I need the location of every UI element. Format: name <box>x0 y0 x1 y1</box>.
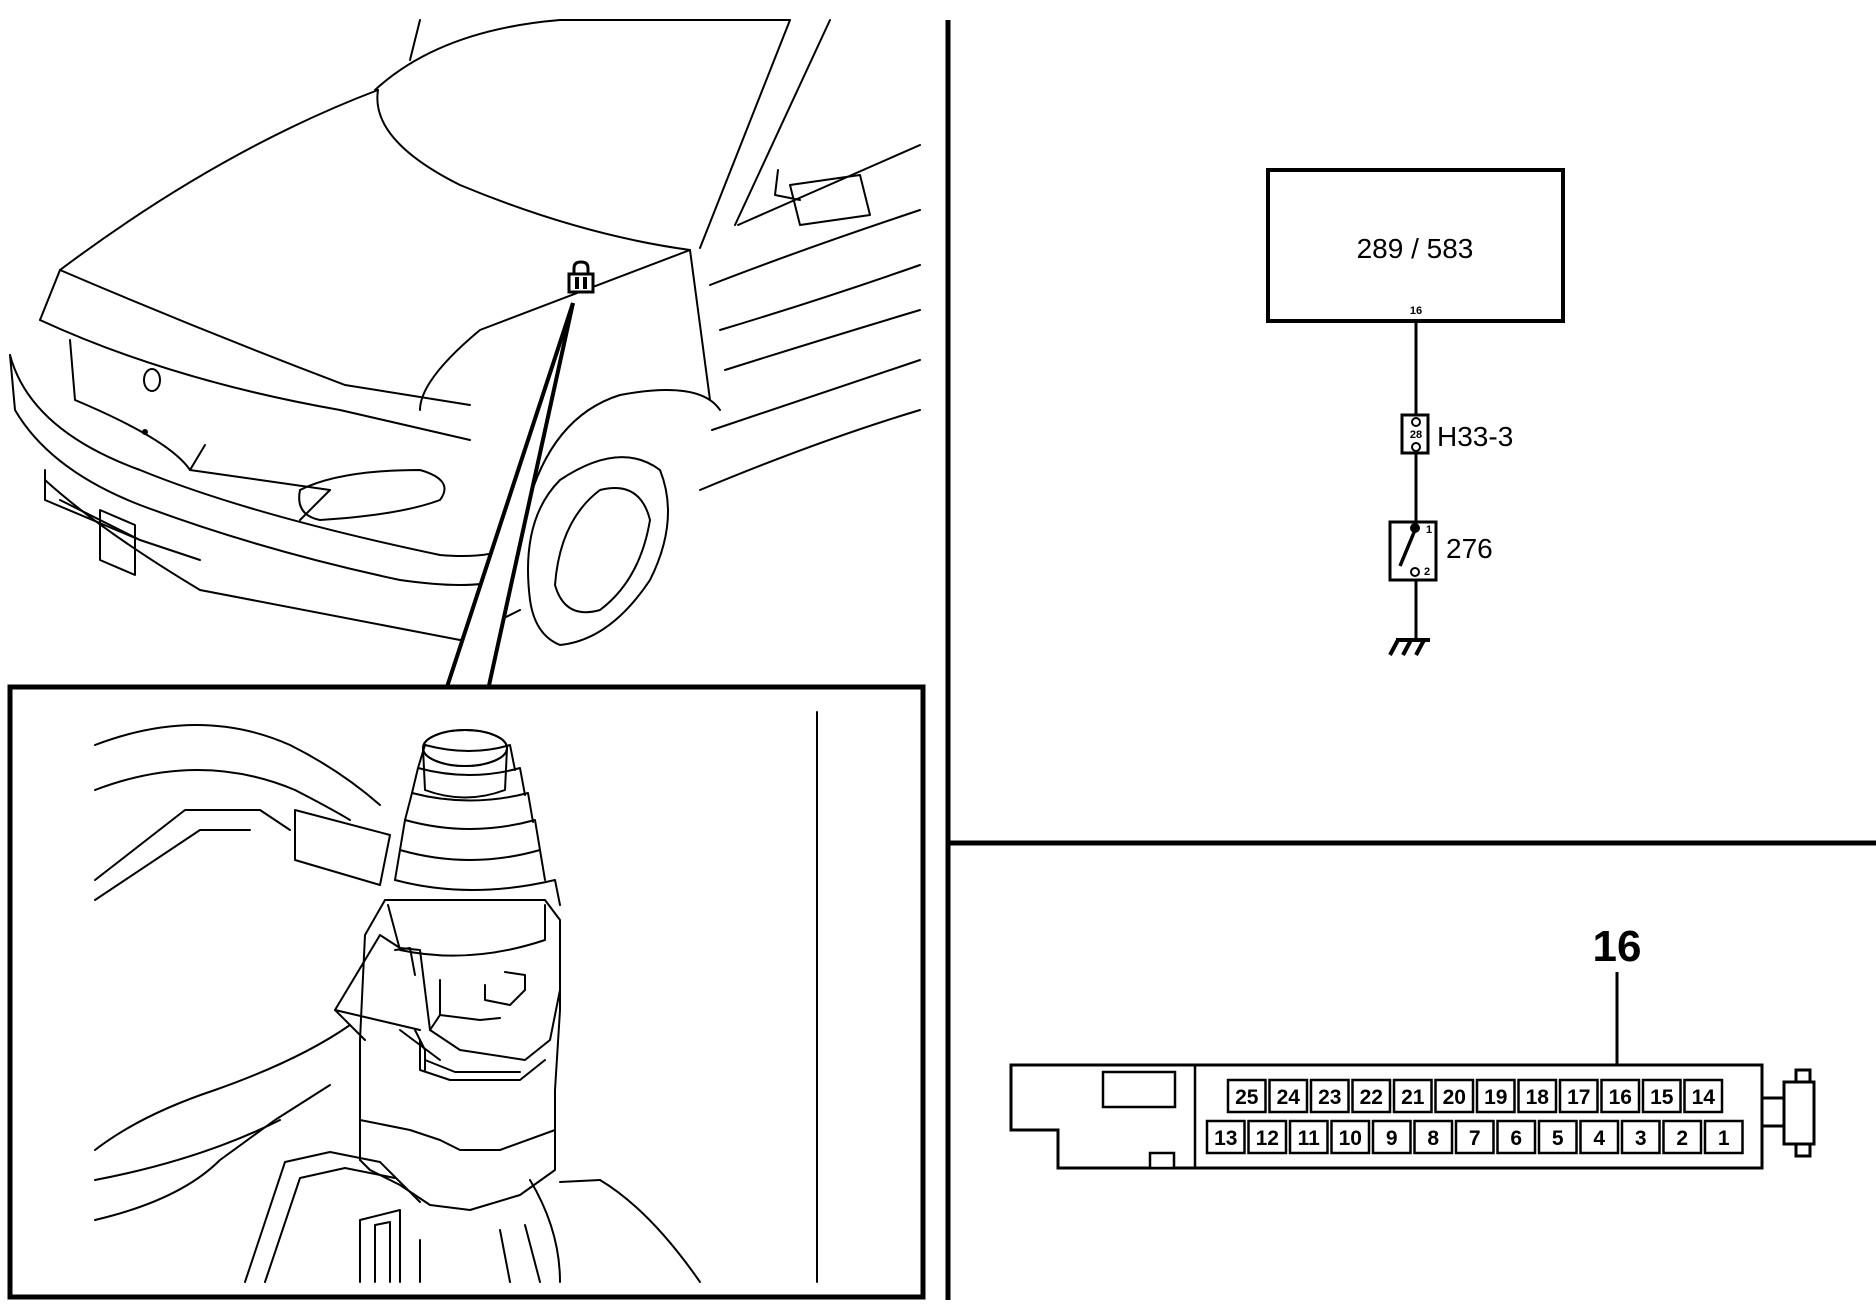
pin-cell-box <box>1247 1119 1288 1155</box>
pin-number: 15 <box>1650 1086 1674 1109</box>
pin-cell-box <box>1268 1078 1309 1114</box>
connector-pin-cell: 25 <box>1226 1078 1267 1114</box>
pin-number: 25 <box>1235 1086 1259 1109</box>
pin-number: 2 <box>1676 1127 1688 1150</box>
pin-cell-box <box>1205 1119 1246 1155</box>
pin-number: 14 <box>1692 1086 1716 1109</box>
connector-pin-cell: 19 <box>1475 1078 1516 1114</box>
pin-cell-box <box>1392 1078 1433 1114</box>
car-front-illustration <box>9 19 921 646</box>
pin-cell-box <box>1434 1078 1475 1114</box>
panel-dividers <box>945 20 1876 1300</box>
pin-number: 17 <box>1567 1086 1590 1109</box>
padlock-icon <box>567 260 595 294</box>
pin-cell-box <box>1475 1078 1516 1114</box>
connector-bottom-row: 13 12 11 10 9 8 7 6 5 4 3 2 1 <box>1205 1119 1744 1155</box>
connector-pin-cell: 18 <box>1517 1078 1558 1114</box>
connector-pin-cell: 16 <box>1600 1078 1641 1114</box>
connector-pin-cell: 2 <box>1662 1119 1703 1155</box>
pin-cell-box <box>1371 1119 1412 1155</box>
pin-cell-box <box>1226 1078 1267 1114</box>
pin-cell-box <box>1641 1078 1682 1114</box>
hood-switch-detail-inset <box>7 684 926 1300</box>
pin-number: 13 <box>1214 1127 1237 1150</box>
callout-pin-number: 16 <box>1593 922 1642 971</box>
connector-pin-cell: 22 <box>1351 1078 1392 1114</box>
pin-number: 23 <box>1318 1086 1341 1109</box>
pin-number: 1 <box>1718 1127 1730 1150</box>
pin-number: 21 <box>1401 1086 1425 1109</box>
pin-cell-box <box>1537 1119 1578 1155</box>
pin-cell-box <box>1579 1119 1620 1155</box>
pin-number: 22 <box>1360 1086 1383 1109</box>
connector-latch <box>1760 1068 1816 1158</box>
pin-cell-box <box>1600 1078 1641 1114</box>
connector-pin-cell: 11 <box>1288 1119 1329 1155</box>
connector-pin-cell: 6 <box>1496 1119 1537 1155</box>
connector-pin-cell: 13 <box>1205 1119 1246 1155</box>
control-unit-label: 289 / 583 <box>1357 233 1474 264</box>
connector-pin-number: 28 <box>1410 429 1422 441</box>
pin-number: 10 <box>1339 1127 1362 1150</box>
pin-number: 3 <box>1635 1127 1647 1150</box>
connector-label: H33-3 <box>1437 421 1513 452</box>
connector-pin-cell: 7 <box>1454 1119 1495 1155</box>
switch-pin-1: 1 <box>1426 524 1432 536</box>
connector-pin-cell: 20 <box>1434 1078 1475 1114</box>
connector-pin-cell: 4 <box>1579 1119 1620 1155</box>
connector-pin-cell: 12 <box>1247 1119 1288 1155</box>
connector-top-row: 25 24 23 22 21 20 19 18 17 16 15 14 <box>1226 1078 1724 1114</box>
pin-number: 5 <box>1552 1127 1564 1150</box>
pin-cell-box <box>1309 1078 1350 1114</box>
connector-pin-cell: 1 <box>1703 1119 1744 1155</box>
connector-pin-cell: 10 <box>1330 1119 1371 1155</box>
ground-symbol-icon <box>1388 638 1430 656</box>
pin-cell-box <box>1330 1119 1371 1155</box>
pin-cell-box <box>1454 1119 1495 1155</box>
pin-cell-box <box>1662 1119 1703 1155</box>
pin-number: 11 <box>1298 1127 1321 1150</box>
control-unit-pin-number: 16 <box>1410 305 1422 317</box>
connector-pin-cell: 9 <box>1371 1119 1412 1155</box>
connector-pin-cell: 8 <box>1413 1119 1454 1155</box>
pin-cell-box <box>1558 1078 1599 1114</box>
pin-number: 7 <box>1469 1127 1481 1150</box>
switch-label: 276 <box>1446 533 1493 564</box>
pin-cell-box <box>1683 1078 1724 1114</box>
pin-number: 8 <box>1427 1127 1439 1150</box>
control-unit-box <box>1266 168 1565 323</box>
pin-number: 16 <box>1609 1086 1632 1109</box>
connector-pin-cell: 17 <box>1558 1078 1599 1114</box>
connector-pin-cell: 15 <box>1641 1078 1682 1114</box>
pin-cell-box <box>1703 1119 1744 1155</box>
detail-callout-pointer <box>444 302 575 691</box>
pin-number: 4 <box>1593 1127 1605 1150</box>
pin-cell-box <box>1620 1119 1661 1155</box>
connector-symbol: 28 <box>1400 413 1430 455</box>
pin-cell-box <box>1413 1119 1454 1155</box>
pin-number: 18 <box>1526 1086 1550 1109</box>
connector-pin-cell: 23 <box>1309 1078 1350 1114</box>
switch-pin-2: 2 <box>1424 566 1430 578</box>
connector-pin-cell: 24 <box>1268 1078 1309 1114</box>
pin-cell-box <box>1288 1119 1329 1155</box>
pin-cell-box <box>1351 1078 1392 1114</box>
connector-pin-cell: 5 <box>1537 1119 1578 1155</box>
pin-cell-box <box>1496 1119 1537 1155</box>
connector-pin-cell: 3 <box>1620 1119 1661 1155</box>
pin-number: 20 <box>1443 1086 1466 1109</box>
pin-number: 9 <box>1386 1127 1398 1150</box>
circuit-schematic: 289 / 583 16 28 H33-3 1 2 276 <box>1266 168 1565 656</box>
pin-number: 19 <box>1484 1086 1507 1109</box>
connector-pin-cell: 14 <box>1683 1078 1724 1114</box>
pin-number: 24 <box>1277 1086 1301 1109</box>
pin-number: 6 <box>1510 1127 1522 1150</box>
pin-cell-box <box>1517 1078 1558 1114</box>
switch-symbol: 1 2 <box>1388 520 1438 582</box>
connector-pin-cell: 21 <box>1392 1078 1433 1114</box>
pin-number: 12 <box>1256 1127 1279 1150</box>
